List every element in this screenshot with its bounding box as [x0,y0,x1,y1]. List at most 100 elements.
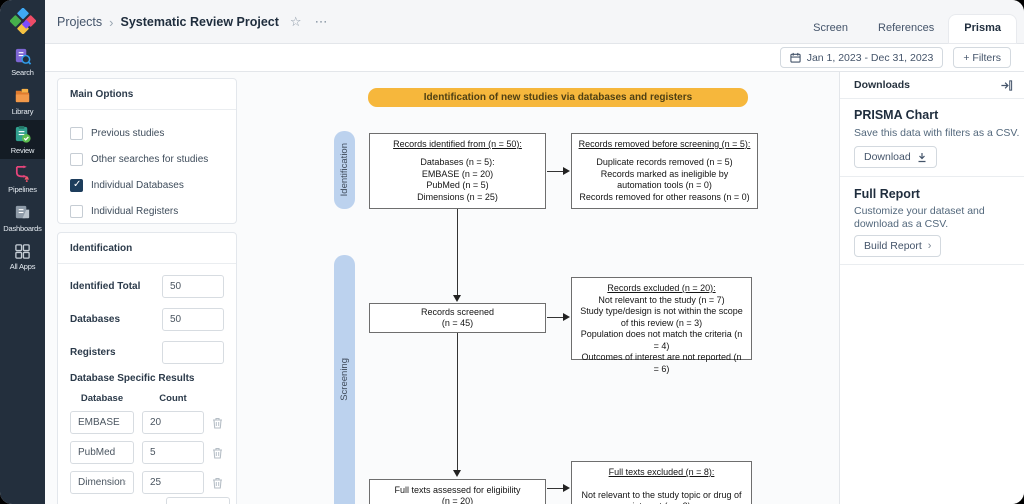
identification-title: Identification [58,233,236,264]
all-apps-icon [14,243,31,260]
database-name-input[interactable] [70,441,134,464]
db-results-title: Database Specific Results [70,373,195,384]
box-records-removed: Records removed before screening (n = 5)… [571,133,758,209]
checkbox-individual-registers[interactable]: Individual Registers [70,198,224,224]
checkbox-icon[interactable] [70,204,83,218]
filters-button[interactable]: + Filters [953,47,1011,68]
sidebar-item-label: Pipelines [8,184,37,194]
table-row [70,441,224,464]
sidebar-item-label: Dashboards [3,223,42,233]
arrow-line [547,317,564,318]
divider [840,176,1024,177]
arrowhead-right [563,313,570,321]
search-icon [13,47,32,66]
box-fulltext-excluded: Full texts excluded (n = 8): Not relevan… [571,461,752,504]
sidebar-item-label: All Apps [9,261,36,271]
registers-input[interactable] [162,340,224,364]
download-icon [917,152,927,163]
tab-prisma[interactable]: Prisma [949,15,1016,43]
stage-identification: Identification [334,131,355,209]
diagram-banner: Identification of new studies via databa… [368,88,748,107]
dashboards-icon [13,203,32,222]
field-identified-total: Identified Total [70,274,224,298]
sidebar: Search Library Review Pipelines Dashboar [0,0,45,504]
full-report-desc: Customize your dataset and download as a… [854,205,985,230]
database-count-input[interactable] [142,441,204,464]
tab-references[interactable]: References [878,22,935,34]
sidebar-item-label: Review [10,145,35,155]
box-records-identified: Records identified from (n = 50): Databa… [369,133,546,209]
build-report-button[interactable]: Build Report › [854,235,942,257]
stage-screening: Screening [334,255,355,504]
tab-bar: Screen References Prisma [798,15,1016,43]
database-count-input[interactable] [142,411,204,434]
prisma-chart-desc: Save this data with filters as a CSV. [854,127,1020,139]
column-database: Database [80,393,124,404]
chevron-right-icon: › [927,240,932,252]
divider [840,264,1024,265]
arrowhead-down [453,295,461,302]
db-results-header: Database Count [70,393,224,404]
checkbox-individual-databases[interactable]: Individual Databases [70,172,224,198]
prisma-chart-title: PRISMA Chart [854,108,939,122]
next-section-input-partial[interactable] [166,497,230,504]
sidebar-item-all-apps[interactable]: All Apps [0,237,45,276]
table-row [70,411,224,434]
full-report-title: Full Report [854,187,920,201]
calendar-icon [790,52,801,63]
database-count-input[interactable] [142,471,204,494]
trash-icon[interactable] [212,447,223,459]
chevron-right-icon: › [109,14,114,30]
sidebar-item-library[interactable]: Library [0,81,45,120]
arrow-line [547,171,564,172]
arrow-line [457,333,458,471]
table-row [70,471,224,494]
checkbox-icon[interactable] [70,152,83,166]
arrow-line [457,209,458,296]
filter-bar: Jan 1, 2023 - Dec 31, 2023 + Filters [45,44,1024,72]
pipelines-icon [13,164,32,183]
page-title: Systematic Review Project [120,15,279,29]
box-records-excluded: Records excluded (n = 20): Not relevant … [571,277,752,374]
checkbox-checked-icon[interactable] [70,178,83,192]
trash-icon[interactable] [212,417,223,429]
main-options-title: Main Options [58,79,236,110]
date-range-label: Jan 1, 2023 - Dec 31, 2023 [806,51,934,64]
checkbox-previous-studies[interactable]: Previous studies [70,120,224,146]
downloads-header: Downloads [840,72,1024,99]
databases-input[interactable] [162,307,224,331]
date-range-button[interactable]: Jan 1, 2023 - Dec 31, 2023 [779,47,944,68]
database-name-input[interactable] [70,411,134,434]
sidebar-item-review[interactable]: Review [0,120,45,159]
top-bar: Projects › Systematic Review Project ☆ ⋯… [45,0,1024,44]
tab-screen[interactable]: Screen [813,22,849,34]
checkbox-other-searches[interactable]: Other searches for studies [70,146,224,172]
collapse-panel-icon[interactable] [1000,79,1013,92]
database-name-input[interactable] [70,471,134,494]
sidebar-item-pipelines[interactable]: Pipelines [0,159,45,198]
sidebar-item-label: Search [11,67,34,77]
breadcrumb: Projects › Systematic Review Project ☆ ⋯ [57,0,329,44]
identification-card: Identification Identified Total Database… [57,232,237,504]
field-databases: Databases [70,307,224,331]
app-logo-icon[interactable] [0,0,45,42]
more-options-icon[interactable]: ⋯ [314,14,329,29]
arrowhead-down [453,470,461,477]
box-fulltext-assessed: Full texts assessed for eligibility (n =… [369,479,546,504]
identified-total-input[interactable] [162,274,224,298]
downloads-panel: Downloads PRISMA Chart Save this data wi… [839,72,1024,504]
breadcrumb-projects-link[interactable]: Projects [57,15,103,29]
sidebar-item-dashboards[interactable]: Dashboards [0,198,45,237]
box-records-screened: Records screened (n = 45) [369,303,546,333]
sidebar-item-label: Library [11,106,34,116]
column-count: Count [159,393,187,404]
downloads-title: Downloads [854,79,911,91]
library-icon [13,86,32,105]
star-icon[interactable]: ☆ [289,14,302,29]
checkbox-icon[interactable] [70,126,83,140]
trash-icon[interactable] [212,477,223,489]
main-options-card: Main Options Previous studies Other sear… [57,78,237,224]
arrowhead-right [563,167,570,175]
download-button[interactable]: Download [854,146,937,168]
sidebar-item-search[interactable]: Search [0,42,45,81]
